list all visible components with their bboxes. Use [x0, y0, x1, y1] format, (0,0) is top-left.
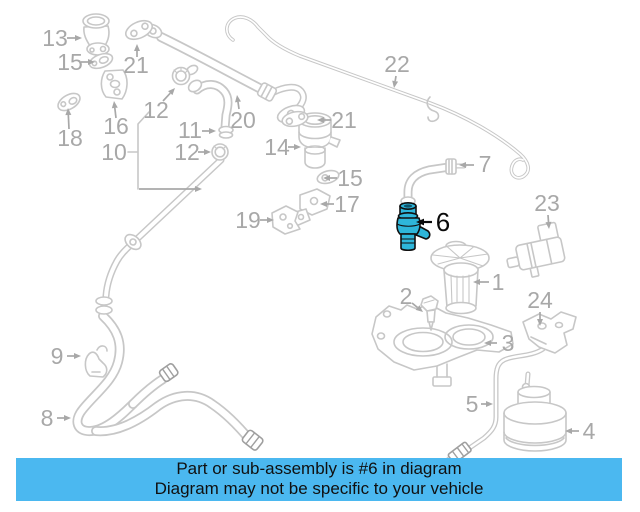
part-label-4: 4: [583, 418, 596, 444]
callout-arrowhead: [459, 162, 466, 168]
part-label-11: 11: [178, 117, 202, 143]
solenoid-valve-23: [506, 221, 566, 278]
callout-arrowhead: [473, 279, 480, 285]
clamp-12b: [211, 143, 229, 161]
callout-arrowhead: [168, 88, 175, 96]
callout-arrowhead: [204, 149, 211, 155]
callout-arrowhead: [317, 117, 324, 123]
callout-arrowhead: [565, 428, 572, 434]
callout-arrowhead: [415, 305, 423, 312]
gasket-21b: [281, 110, 309, 128]
callout-arrowhead: [75, 35, 82, 41]
callout-arrowhead: [88, 59, 95, 65]
part-label-2: 2: [400, 283, 413, 309]
part-label-8: 8: [41, 405, 54, 431]
callout-arrowhead: [111, 101, 118, 109]
part-label-18: 18: [57, 125, 83, 151]
part-label-13: 13: [42, 25, 68, 51]
egr-valve-13: [82, 13, 110, 56]
callout-arrowhead: [74, 353, 81, 359]
callout-arrow: [162, 92, 171, 102]
part-label-3: 3: [502, 330, 515, 356]
part-label-12: 12: [143, 97, 169, 123]
part-label-5: 5: [466, 391, 479, 417]
bracket-24: [522, 311, 577, 354]
clamp-9: [84, 345, 108, 378]
callout-arrow: [67, 114, 70, 130]
callout-arrowhead: [484, 340, 491, 346]
callout-arrowhead: [64, 415, 71, 421]
part-label-7: 7: [479, 151, 492, 177]
gasket-15a: [88, 52, 114, 70]
part-label-21: 21: [331, 107, 357, 133]
part-label-24: 24: [527, 287, 553, 313]
part-label-10: 10: [101, 139, 127, 165]
bracket-17: [291, 188, 331, 227]
part-label-19: 19: [235, 207, 261, 233]
part-label-15: 15: [57, 49, 83, 75]
banner-line1: Part or sub-assembly is #6 in diagram: [176, 459, 462, 478]
part-label-16: 16: [103, 113, 129, 139]
part-label-6: 6: [436, 207, 450, 237]
highlighted-part-6: [396, 202, 431, 252]
banner-line2: Diagram may not be specific to your vehi…: [154, 479, 484, 498]
callout-arrow: [394, 75, 397, 82]
callout-arrowhead: [65, 108, 72, 116]
sensor-2: [420, 295, 439, 331]
part-label-21: 21: [123, 52, 149, 78]
part-label-15: 15: [337, 165, 363, 191]
part-label-22: 22: [384, 51, 410, 77]
mounting-bracket-3: [371, 303, 514, 387]
callout-arrowhead: [486, 401, 493, 407]
callout-arrow: [113, 107, 117, 119]
callout-arrowhead: [195, 186, 202, 192]
part-label-17: 17: [334, 191, 360, 217]
part-label-23: 23: [534, 190, 560, 216]
callout-arrowhead: [416, 218, 424, 226]
callout-arrowhead: [323, 175, 330, 181]
callout-arrow: [237, 101, 240, 110]
callout-arrowhead: [537, 319, 543, 326]
gasket-18: [57, 92, 81, 112]
vacuum-reservoir-4: [503, 382, 567, 452]
callout-arrowhead: [134, 44, 140, 51]
part-label-12: 12: [174, 139, 200, 165]
combination-valve-14: [298, 112, 341, 169]
group-10-bracket: [127, 111, 150, 190]
air-pump-1: [430, 240, 490, 315]
gasket-21a: [125, 19, 153, 41]
callout-arrow: [411, 302, 419, 309]
info-banner: Part or sub-assembly is #6 in diagram Di…: [16, 458, 622, 501]
callout-arrowhead: [545, 221, 552, 229]
callout-arrow: [547, 214, 550, 223]
callout-arrowhead: [209, 128, 216, 134]
callout-arrowhead: [294, 144, 301, 150]
callout-arrowhead: [392, 80, 399, 88]
flange-16: [100, 69, 128, 100]
clamp-12a: [171, 66, 191, 86]
part-label-20: 20: [230, 107, 256, 133]
callout-arrowhead: [267, 217, 274, 223]
part-label-1: 1: [492, 269, 505, 295]
part-label-9: 9: [51, 343, 64, 369]
part-label-14: 14: [264, 134, 290, 160]
callout-arrowhead: [235, 95, 241, 103]
bracket-19: [271, 205, 301, 235]
callout-arrowhead: [320, 201, 327, 207]
